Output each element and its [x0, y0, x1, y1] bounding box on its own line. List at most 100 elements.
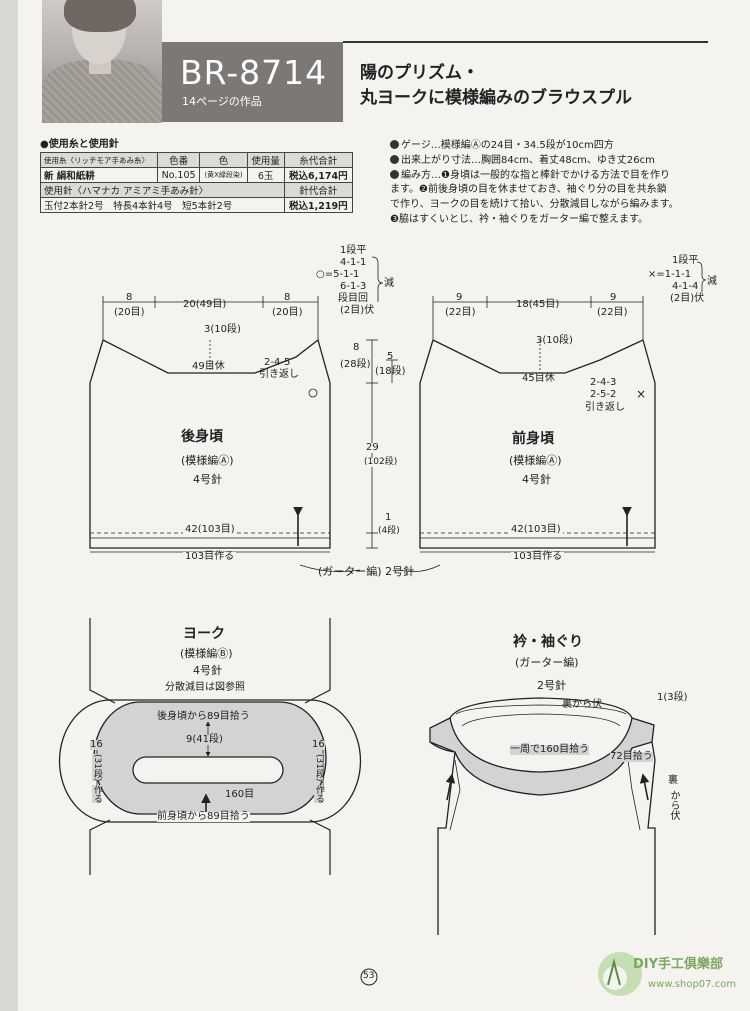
shoulder-height: 5	[387, 351, 394, 362]
front-dim-mid: 18(45目)	[516, 299, 560, 310]
method-line1: 編み方…❶身頃は一般的な指と棒針でかける方法で目を作り	[390, 170, 670, 181]
collar-bind-off-back: 裏から伏	[562, 699, 602, 710]
body-rows: (102段)	[364, 457, 398, 467]
back-dim-right-st: (20目)	[272, 307, 303, 318]
yoke-side-l-note: 作る	[92, 785, 102, 803]
page-number-circle	[360, 968, 378, 986]
back-needle: 4号針	[193, 473, 222, 486]
size-line: 出来上がり寸法…胸囲84cm、着丈48cm、ゆき丈26cm	[390, 155, 655, 166]
back-turn1: 2-4-5	[264, 357, 291, 368]
materials-table: 使用糸〈リッチモア手あみ糸〉 色番 色 使用量 糸代合計 新 絹和紙耕 No.1…	[40, 152, 354, 213]
header-amount: 使用量	[246, 152, 285, 168]
collar-pick-round: 一周で160目拾う	[510, 744, 590, 755]
page-reference: 14ページの作品	[182, 95, 262, 108]
needle-total: 税込1,219円	[283, 197, 354, 213]
front-pattern: (模様編Ⓐ)	[509, 454, 562, 467]
cross-mark-icon: ×	[636, 387, 647, 401]
needle-list: 玉付2本針2号 特長4本針4号 短5本針2号	[40, 197, 285, 213]
bullet-icon	[390, 155, 399, 164]
back-turn2: 引き返し	[259, 369, 299, 380]
back-dec-l6: (2目)伏	[340, 305, 375, 316]
yoke-pattern: (模様編Ⓑ)	[180, 647, 233, 660]
back-cast-on: 103目作る	[183, 551, 237, 562]
garter-label: (ガーター編) 2号針	[318, 565, 415, 578]
title-bar	[162, 42, 343, 122]
header-color: 色	[199, 152, 248, 168]
front-dim-right-st: (22目)	[597, 307, 628, 318]
body-height: 29	[366, 442, 379, 453]
back-dec-l5: 段目回	[338, 293, 368, 304]
yoke-needle: 4号針	[193, 664, 222, 677]
header-yarn-total: 糸代合計	[283, 152, 354, 168]
middle-dims	[299, 339, 441, 573]
title-rule	[343, 41, 708, 43]
logo-url: www.shop07.com	[648, 979, 737, 990]
pattern-code: BR-8714	[180, 53, 328, 92]
front-dec-l3: 4-1-4	[672, 281, 699, 292]
front-cast-on: 103目作る	[511, 551, 565, 562]
back-dim-mid: 20(49目)	[183, 299, 227, 310]
back-dec-l3: ○=5-1-1	[316, 269, 360, 280]
needle-total-header: 針代合計	[283, 182, 354, 198]
collar-pick-arm: 72目拾う	[610, 751, 653, 762]
back-pattern: (模様編Ⓐ)	[181, 454, 234, 467]
yarn-total: 税込6,174円	[283, 167, 354, 183]
back-dim-left-st: (20目)	[114, 307, 145, 318]
yoke-note: 分散減目は図参照	[165, 682, 245, 693]
back-dec-l1: 1段平	[340, 245, 367, 256]
collar-pattern: (ガーター編)	[515, 656, 579, 669]
front-dec-reduce: 減	[707, 276, 717, 287]
yoke-pick-front: 前身頃から89目拾う	[157, 811, 250, 822]
front-dim-left-st: (22目)	[445, 307, 476, 318]
yoke-inner: 160目	[225, 789, 255, 800]
bullet-icon	[390, 140, 399, 149]
back-dim-right: 8	[284, 292, 291, 303]
yarn-color: (黄X緑段染)	[199, 167, 248, 183]
collar-piece	[429, 697, 656, 935]
collar-bind-off-side2: から伏	[668, 790, 679, 820]
hem-height: 1	[385, 512, 392, 523]
yoke-depth: 9(41段)	[186, 734, 223, 745]
back-neck-rows: 3(10段)	[204, 324, 241, 335]
front-needle: 4号針	[522, 473, 551, 486]
gauge-line: ゲージ…模様編Ⓐの24目・34.5段が10cm四方	[390, 140, 614, 151]
yoke-side-l-num: 16	[90, 739, 103, 750]
front-dim-right: 9	[610, 292, 617, 303]
front-turn3: 引き返し	[585, 402, 625, 413]
collar-needle: 2号針	[537, 679, 566, 692]
method-line2: ます。❷前後身頃の目を休ませておき、袖ぐり分の目を共糸鎖	[390, 184, 667, 195]
yarn-amount: 6玉	[246, 167, 285, 183]
back-dec-reduce: 減	[384, 278, 394, 289]
shoulder-rows: (18段)	[375, 366, 406, 377]
decrease-brackets	[371, 256, 707, 302]
header-color-no: 色番	[156, 152, 201, 168]
back-dec-l2: 4-1-1	[340, 257, 367, 268]
page-number: 53	[363, 971, 375, 981]
front-dim-left: 9	[456, 292, 463, 303]
front-dec-l1: 1段平	[672, 255, 699, 266]
materials-title: ●使用糸と使用針	[40, 139, 119, 150]
yoke-pick-back: 後身頃から89目拾う	[157, 711, 250, 722]
method-line4: ❸脇はすくいとじ、衿・袖ぐりをガーター編で整えます。	[390, 214, 648, 225]
back-dec-l4: 6-1-3	[340, 281, 367, 292]
front-width: 42(103目)	[509, 524, 563, 535]
front-neck-rows: 3(10段)	[536, 335, 573, 346]
hem-rows: (4段)	[378, 526, 400, 536]
model-photo	[42, 0, 162, 123]
bullet-icon	[390, 170, 399, 179]
needle-header: 使用針〈ハマナカ アミアミ手あみ針〉	[40, 182, 285, 198]
arm-height: 8	[353, 342, 360, 353]
subtitle-line2: 丸ヨークに模様編みのブラウスプル	[360, 88, 632, 108]
arm-rows: (28段)	[340, 359, 371, 370]
yoke-side-r-num: 16	[312, 739, 325, 750]
yoke-side-l-rows: (31段)	[92, 754, 102, 782]
collar-rows: 1(3段)	[657, 692, 688, 703]
front-dec-l4: (2目)伏	[670, 293, 705, 304]
front-piece	[419, 339, 656, 549]
header-yarn: 使用糸〈リッチモア手あみ糸〉	[40, 152, 158, 168]
yarn-name: 新 絹和紙耕	[40, 167, 158, 183]
back-dim-left: 8	[126, 292, 133, 303]
back-neck-hold: 49目休	[192, 361, 225, 372]
back-name: 後身頃	[181, 429, 223, 445]
front-turn2: 2-5-2	[590, 389, 617, 400]
